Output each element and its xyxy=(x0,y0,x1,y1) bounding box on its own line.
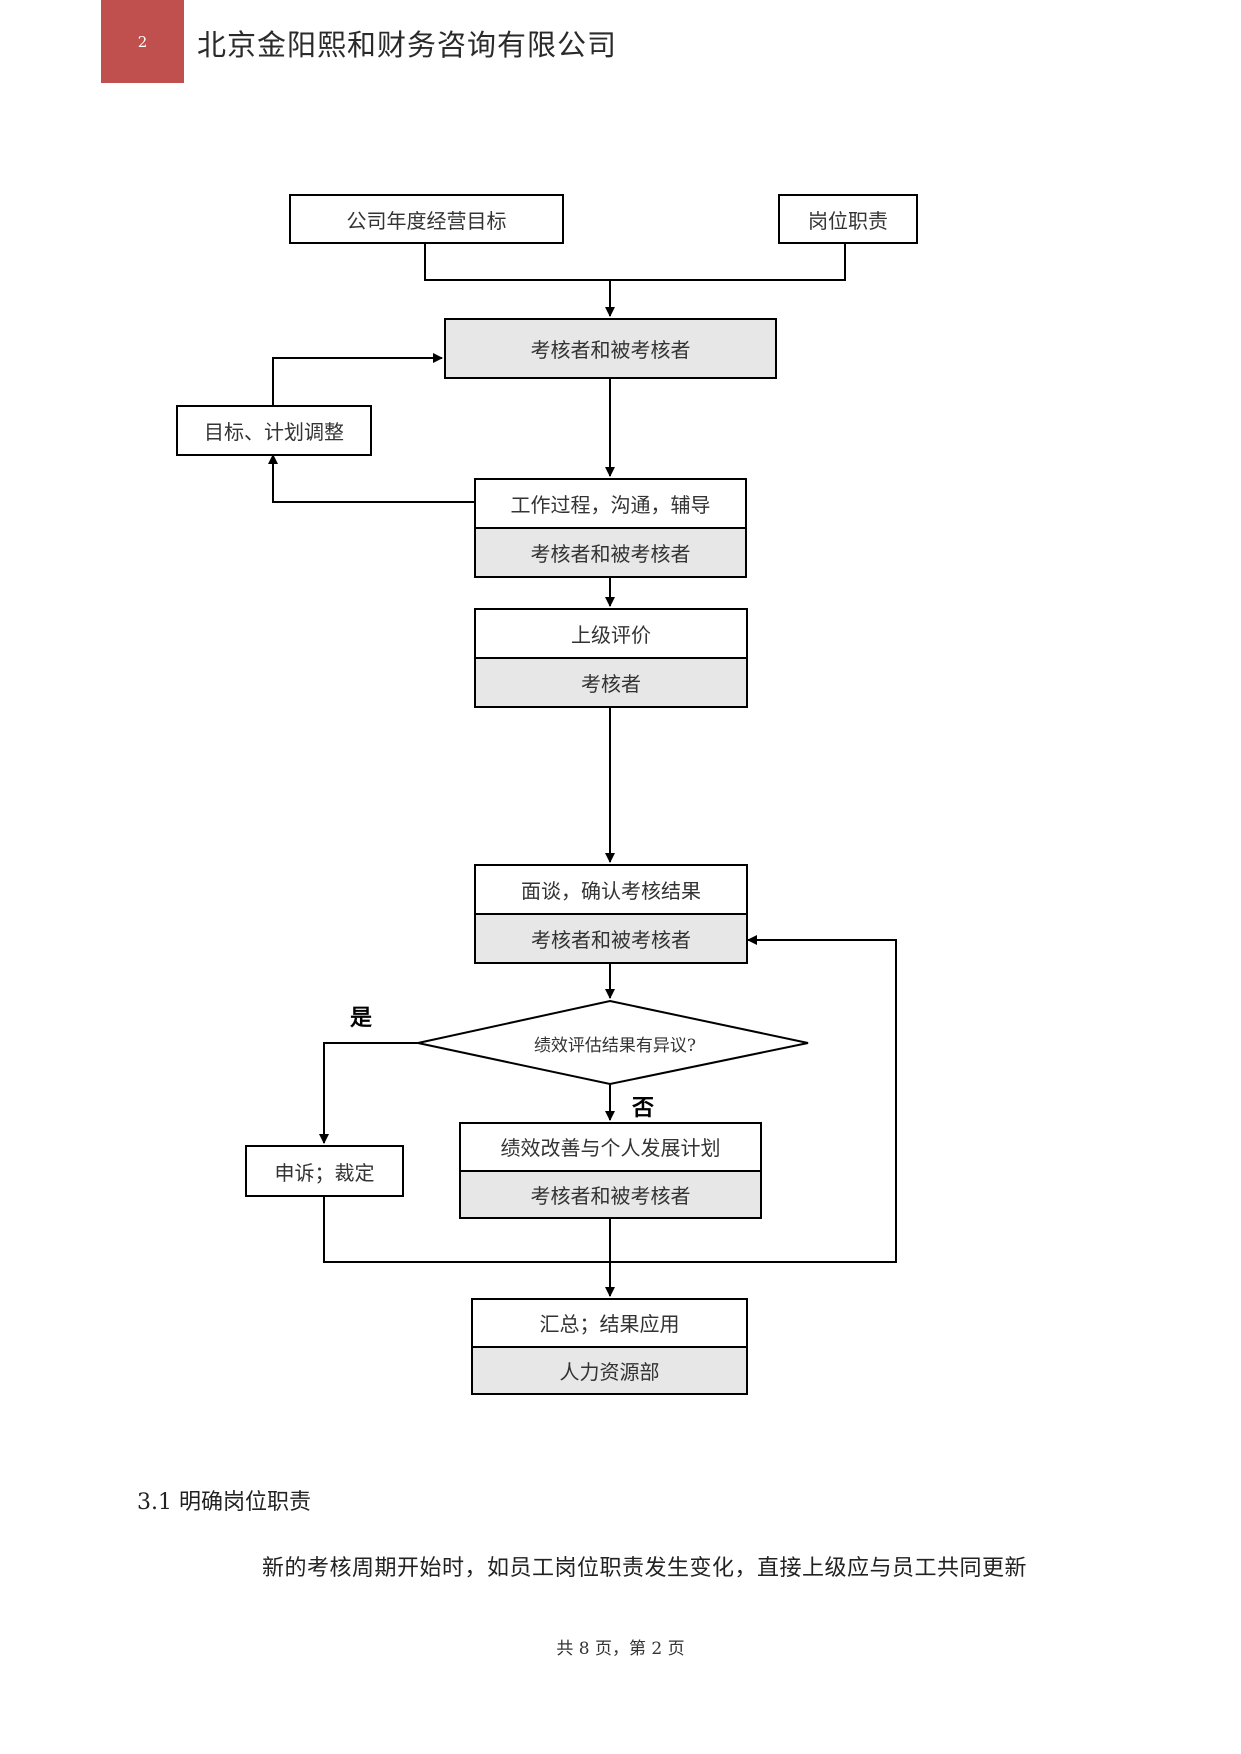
adjust-box: 目标、计划调整 xyxy=(176,405,372,456)
connector-yes-to-appeal xyxy=(319,1042,418,1144)
job-duties-box: 岗位职责 xyxy=(778,194,918,244)
participants-box: 考核者和被考核者 xyxy=(444,318,777,379)
decision-text: 绩效评估结果有异议? xyxy=(533,1035,697,1056)
appeal-box: 申诉；裁定 xyxy=(245,1145,404,1197)
superior-eval-box: 上级评价 考核者 xyxy=(474,608,748,708)
no-label: 否 xyxy=(632,1096,655,1121)
summary-role: 人力资源部 xyxy=(473,1347,746,1393)
connector-work-to-adjust xyxy=(268,454,474,503)
page-footer: 共 8 页，第 2 页 xyxy=(556,1639,685,1659)
work-process-box: 工作过程，沟通，辅导 考核者和被考核者 xyxy=(474,478,747,578)
connector-goals-merge xyxy=(424,243,846,281)
page-number-badge: 2 xyxy=(101,0,184,83)
company-title: 北京金阳熙和财务咨询有限公司 xyxy=(197,28,618,62)
connector-appeal-loop xyxy=(323,935,897,1263)
summary-box: 汇总；结果应用 人力资源部 xyxy=(471,1298,748,1395)
page-number: 2 xyxy=(137,32,148,51)
interview-label: 面谈，确认考核结果 xyxy=(476,866,746,915)
yes-label: 是 xyxy=(350,1006,373,1031)
interview-box: 面谈，确认考核结果 考核者和被考核者 xyxy=(474,864,748,964)
connector-adjust-to-participants xyxy=(272,353,443,405)
company-goals-box: 公司年度经营目标 xyxy=(289,194,564,244)
body-paragraph: 新的考核周期开始时，如员工岗位职责发生变化，直接上级应与员工共同更新 xyxy=(262,1556,1028,1581)
improve-plan-role: 考核者和被考核者 xyxy=(461,1171,760,1217)
section-heading: 3.1 明确岗位职责 xyxy=(137,1490,311,1515)
summary-label: 汇总；结果应用 xyxy=(473,1300,746,1348)
work-process-role: 考核者和被考核者 xyxy=(476,529,745,576)
superior-eval-label: 上级评价 xyxy=(476,610,746,659)
interview-role: 考核者和被考核者 xyxy=(476,915,746,962)
superior-eval-role: 考核者 xyxy=(476,659,746,706)
decision-diamond xyxy=(417,999,809,1086)
improve-plan-label: 绩效改善与个人发展计划 xyxy=(461,1124,760,1172)
improve-plan-box: 绩效改善与个人发展计划 考核者和被考核者 xyxy=(459,1122,762,1219)
work-process-label: 工作过程，沟通，辅导 xyxy=(476,480,745,529)
